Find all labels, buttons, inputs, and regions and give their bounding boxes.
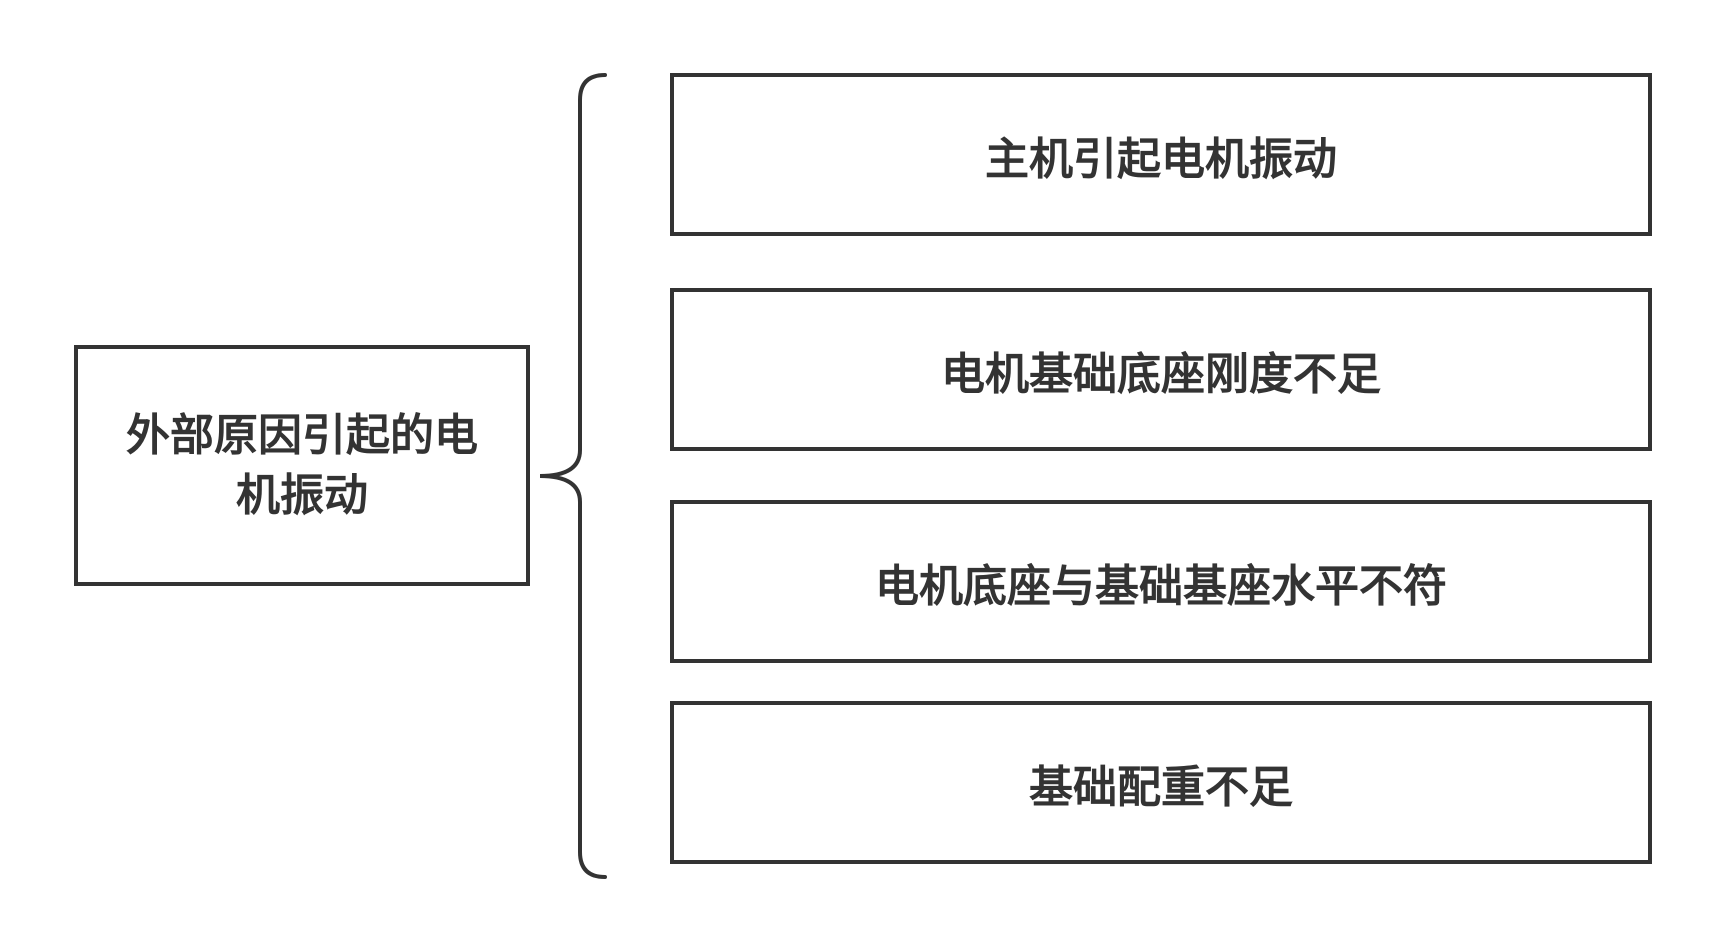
brace-path bbox=[539, 73, 607, 879]
child-node-label: 电机基础底座刚度不足 bbox=[941, 348, 1381, 400]
child-node: 主机引起电机振动 bbox=[670, 73, 1652, 236]
root-node: 外部原因引起的电机振动 bbox=[74, 345, 530, 586]
child-node: 基础配重不足 bbox=[670, 701, 1652, 864]
child-node: 电机底座与基础基座水平不符 bbox=[670, 500, 1652, 663]
child-node-label: 电机底座与基础基座水平不符 bbox=[875, 560, 1447, 612]
child-node: 电机基础底座刚度不足 bbox=[670, 288, 1652, 451]
child-node-label: 基础配重不足 bbox=[1029, 761, 1293, 813]
child-node-label: 主机引起电机振动 bbox=[985, 133, 1337, 185]
root-node-label: 外部原因引起的电机振动 bbox=[126, 410, 478, 521]
